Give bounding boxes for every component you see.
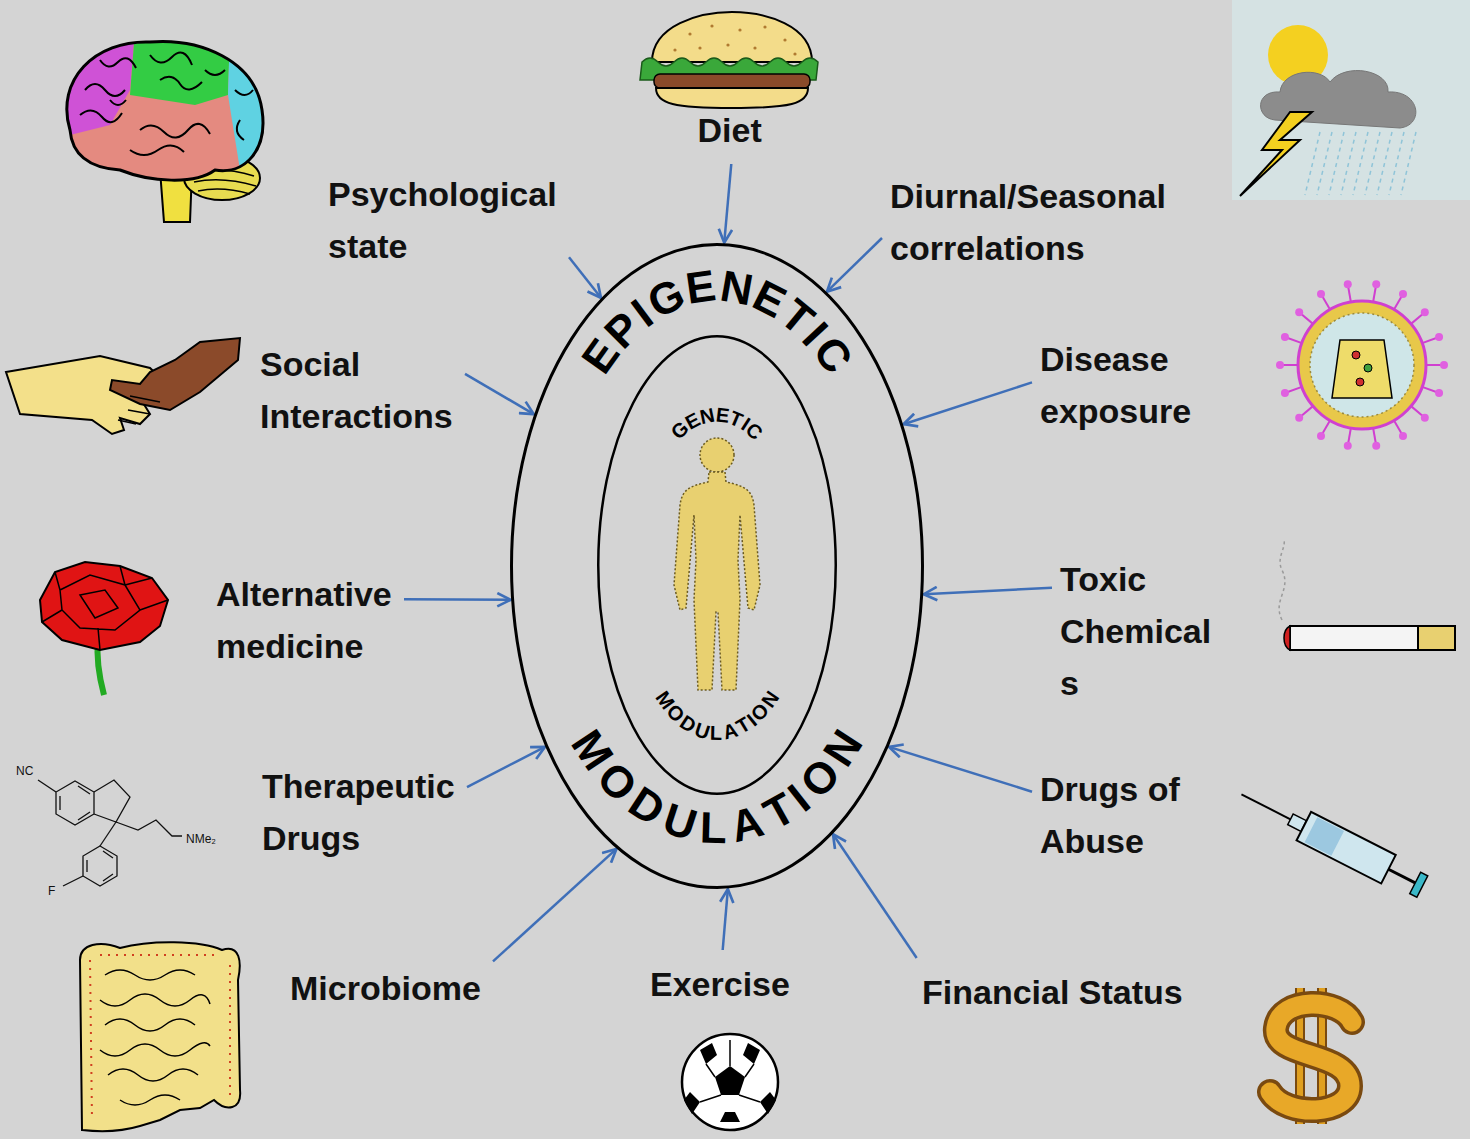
- factor-label: Toxic Chemical s: [1060, 553, 1216, 709]
- factor-label: Social Interactions: [260, 338, 457, 442]
- virus-spike-tip: [1344, 280, 1352, 288]
- virus-spike-tip: [1399, 432, 1407, 440]
- factor-label: Diurnal/Seasonal correlations: [890, 170, 1170, 274]
- rain-stroke: [1317, 132, 1332, 195]
- virus-spike-tip: [1435, 333, 1443, 341]
- curved-title: MODULATION: [510, 243, 924, 889]
- dollar-icon: [1270, 988, 1352, 1124]
- factor-label: Alternative medicine: [216, 568, 396, 672]
- ellipse-outline: [510, 243, 924, 889]
- rain-stroke: [1377, 132, 1392, 195]
- factor-text: Exercise: [650, 965, 790, 1003]
- factor-text: Alternative medicine: [216, 575, 392, 665]
- factor-text: Diet: [698, 111, 762, 149]
- rain-stroke: [1389, 132, 1404, 195]
- influence-arrow: [827, 238, 882, 292]
- virus-spike-tip: [1399, 290, 1407, 298]
- factor-text: Financial Status: [922, 973, 1183, 1011]
- soccer-ball-icon: [682, 1034, 778, 1130]
- rose-icon: [40, 562, 168, 695]
- influence-arrow: [465, 374, 534, 414]
- burger-icon: [640, 12, 818, 108]
- influence-arrow: [569, 257, 601, 297]
- curved-title: MODULATION: [597, 335, 837, 795]
- factor-text: Microbiome: [290, 969, 481, 1007]
- curved-title: EPIGENETIC: [510, 243, 924, 889]
- ellipse-ring: GENETICMODULATION: [597, 335, 837, 795]
- virus-spike-tip: [1421, 308, 1429, 316]
- molecule-icon: [38, 780, 182, 886]
- factor-text: Psychological state: [328, 175, 557, 265]
- virus-spike-tip: [1281, 333, 1289, 341]
- cigarette-icon: [1279, 540, 1455, 650]
- factor-label: Financial Status: [922, 966, 1187, 1018]
- virus-spike-tip: [1440, 361, 1448, 369]
- virus-icon: [1276, 280, 1448, 450]
- factor-label: Exercise: [650, 958, 794, 1010]
- handshake-icon: [6, 338, 240, 434]
- factor-label: Therapeutic Drugs: [262, 760, 459, 864]
- factor-label: Drugs of Abuse: [1040, 763, 1184, 867]
- virus-spike-tip: [1276, 361, 1284, 369]
- rain-stroke: [1353, 132, 1368, 195]
- influence-arrow: [404, 598, 511, 601]
- influence-arrow: [904, 382, 1033, 424]
- virus-spike-tip: [1372, 442, 1380, 450]
- factor-text: Social Interactions: [260, 345, 453, 435]
- virus-spike-tip: [1295, 414, 1303, 422]
- factor-text: Toxic Chemical s: [1060, 560, 1211, 702]
- factor-text: Therapeutic Drugs: [262, 767, 455, 857]
- influence-arrow: [724, 164, 731, 243]
- virus-spike-tip: [1435, 389, 1443, 397]
- influence-arrow: [833, 834, 917, 958]
- chemical-label: F: [48, 884, 55, 898]
- influence-arrow: [723, 889, 728, 950]
- factor-label: Microbiome: [290, 962, 485, 1014]
- factor-label: Diet: [698, 104, 767, 156]
- virus-spike-tip: [1344, 442, 1352, 450]
- virus-spike-tip: [1295, 308, 1303, 316]
- virus-spike-tip: [1372, 280, 1380, 288]
- human-figure: [674, 438, 760, 690]
- ellipse-ring: EPIGENETICMODULATIONGENETICMODULATION: [510, 243, 924, 889]
- factor-text: Drugs of Abuse: [1040, 770, 1180, 860]
- rain-stroke: [1329, 132, 1344, 195]
- virus-spike-tip: [1421, 414, 1429, 422]
- rain-stroke: [1305, 132, 1320, 195]
- influence-arrow: [889, 747, 1032, 792]
- factor-label: Psychological state: [328, 168, 561, 272]
- factor-label: Disease exposure: [1040, 333, 1196, 437]
- influence-arrow: [924, 588, 1052, 594]
- factor-text: Disease exposure: [1040, 340, 1191, 430]
- virus-spike-tip: [1317, 432, 1325, 440]
- chemical-label: NMe₂: [186, 832, 216, 846]
- influence-arrow: [467, 747, 545, 787]
- chemical-label: NC: [16, 764, 33, 778]
- influence-arrow: [493, 849, 616, 961]
- factor-text: Diurnal/Seasonal correlations: [890, 177, 1166, 267]
- rain-stroke: [1365, 132, 1380, 195]
- rain-stroke: [1401, 132, 1416, 195]
- virus-spike-tip: [1281, 389, 1289, 397]
- brain-icon: [50, 30, 290, 222]
- virus-spike-tip: [1317, 290, 1325, 298]
- weather-icon: [1232, 0, 1470, 200]
- syringe-icon: [1234, 780, 1429, 901]
- rain-stroke: [1341, 132, 1356, 195]
- intestines-icon: [80, 942, 240, 1131]
